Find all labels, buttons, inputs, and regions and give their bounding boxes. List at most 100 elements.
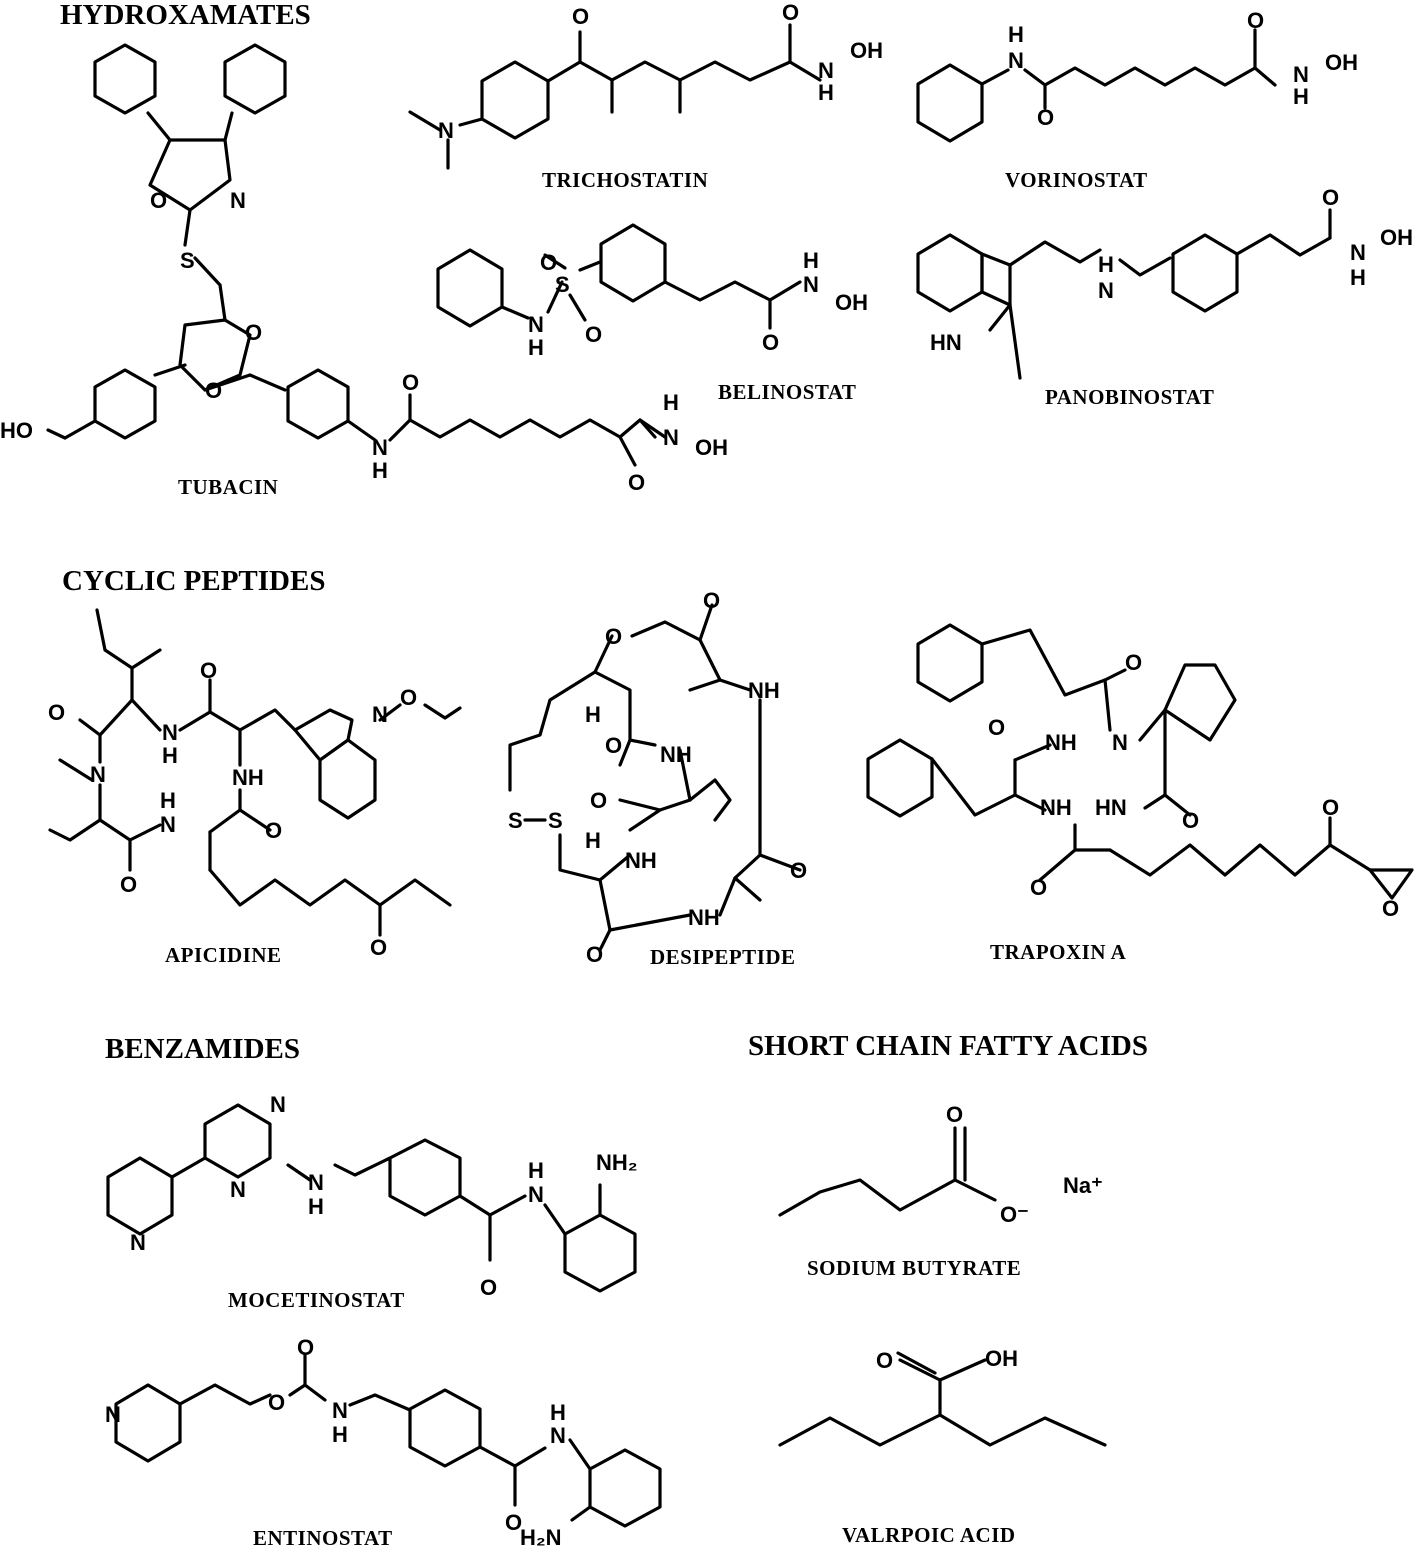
panobinostat-structure xyxy=(916,208,1332,380)
belinostat-acid-o: O xyxy=(762,330,779,355)
desipeptide-o1: O xyxy=(703,588,720,613)
desipeptide-h2: H xyxy=(585,828,601,853)
apicidine-nh2: NH xyxy=(232,765,264,790)
entinostat-amide-o: O xyxy=(505,1510,522,1535)
apicidine-indole-n: N xyxy=(372,702,388,727)
trapoxin-ketone-o: O xyxy=(1322,795,1339,820)
valproic-acid-structure xyxy=(778,1351,1107,1447)
tubacin-dioxane-o2: O xyxy=(205,378,222,403)
label-mocetinostat: MOCETINOSTAT xyxy=(228,1288,405,1312)
belinostat-s: S xyxy=(555,272,570,297)
sodium-butyrate-na-plus: Na⁺ xyxy=(1063,1173,1103,1198)
apicidine-o1: O xyxy=(48,700,65,725)
mocetinostat-pyrimidine-n2: N xyxy=(230,1177,246,1202)
apicidine-n-methyl: N xyxy=(90,762,106,787)
trapoxin-hn: HN xyxy=(1095,795,1127,820)
label-sodium-butyrate: SODIUM BUTYRATE xyxy=(807,1256,1021,1280)
tubacin-oh: OH xyxy=(695,435,728,460)
tubacin-nh-h: H xyxy=(663,390,679,415)
desipeptide-o4: O xyxy=(790,858,807,883)
desipeptide-nh2: NH xyxy=(660,742,692,767)
trapoxin-o1: O xyxy=(1125,650,1142,675)
tubacin-amide-o: O xyxy=(402,370,419,395)
label-trapoxin-a: TRAPOXIN A xyxy=(990,940,1127,964)
desipeptide-h1: H xyxy=(585,702,601,727)
trapoxin-o4: O xyxy=(1030,875,1047,900)
vorinostat-n2: N xyxy=(1293,62,1309,87)
desipeptide-ester-o: O xyxy=(605,624,622,649)
desipeptide-structure xyxy=(508,603,802,952)
apicidine-nh3-h: H xyxy=(160,788,176,813)
sodium-butyrate-carbonyl-o: O xyxy=(946,1102,963,1127)
apicidine-methoxy-o: O xyxy=(400,685,417,710)
belinostat-structure xyxy=(436,223,802,330)
entinostat-ester-o: O xyxy=(268,1390,285,1415)
label-vorinostat: VORINOSTAT xyxy=(1005,168,1148,192)
belinostat-n: N xyxy=(528,312,544,337)
label-entinostat: ENTINOSTAT xyxy=(253,1526,393,1550)
mocetinostat-pyrimidine-n1: N xyxy=(270,1092,286,1117)
label-apicidine: APICIDINE xyxy=(165,943,282,967)
mocetinostat-nh-n: N xyxy=(308,1170,324,1195)
belinostat-so-o1: O xyxy=(540,250,557,275)
tubacin-amide-n: N xyxy=(372,435,388,460)
panobinostat-n2: N xyxy=(1350,240,1366,265)
panobinostat-oh: OH xyxy=(1380,225,1413,250)
apicidine-ketone-o: O xyxy=(370,935,387,960)
sodium-butyrate-o-minus: O⁻ xyxy=(1000,1202,1029,1227)
label-belinostat: BELINOSTAT xyxy=(718,380,856,404)
trichostatin-ketone-o: O xyxy=(572,4,589,29)
vorinostat-nh-h: H xyxy=(1008,22,1024,47)
tubacin-n: N xyxy=(663,425,679,450)
valproic-acid-carbonyl-o: O xyxy=(876,1348,893,1373)
belinostat-nh-h: H xyxy=(528,335,544,360)
desipeptide-o5: O xyxy=(586,942,603,967)
desipeptide-o3: O xyxy=(590,788,607,813)
tubacin-ho: HO xyxy=(0,418,33,443)
apicidine-o2: O xyxy=(200,658,217,683)
tubacin-structure xyxy=(46,43,667,467)
entinostat-structure xyxy=(114,1353,662,1528)
trichostatin-n: N xyxy=(438,118,454,143)
mocetinostat-structure xyxy=(106,1103,637,1293)
tubacin-acid-o: O xyxy=(628,470,645,495)
trichostatin-acid-o: O xyxy=(782,0,799,25)
apicidine-n3: N xyxy=(160,812,176,837)
label-valproic-acid: VALRPOIC ACID xyxy=(842,1523,1016,1547)
desipeptide-nh4: NH xyxy=(688,905,720,930)
header-benzamides: BENZAMIDES xyxy=(105,1033,300,1065)
mocetinostat-amide-o: O xyxy=(480,1275,497,1300)
vorinostat-nh2-h: H xyxy=(1293,84,1309,109)
trichostatin-nh-h: H xyxy=(818,80,834,105)
vorinostat-structure xyxy=(916,28,1277,143)
mocetinostat-nh-h: H xyxy=(308,1194,324,1219)
trapoxin-nh2: NH xyxy=(1040,795,1072,820)
label-panobinostat: PANOBINOSTAT xyxy=(1045,385,1214,409)
tubacin-oxazole-n: N xyxy=(230,188,246,213)
panobinostat-acid-o: O xyxy=(1322,185,1339,210)
trichostatin-oh: OH xyxy=(850,38,883,63)
entinostat-amide-h: H xyxy=(550,1400,566,1425)
belinostat-n2: N xyxy=(803,272,819,297)
trapoxin-a-structure xyxy=(866,623,1414,900)
sodium-butyrate-structure xyxy=(778,1126,997,1217)
header-cyclic-peptides: CYCLIC PEPTIDES xyxy=(62,565,325,597)
tubacin-oxazole-o: O xyxy=(150,188,167,213)
tubacin-amide-h: H xyxy=(372,458,388,483)
apicidine-o3: O xyxy=(120,872,137,897)
trichostatin-structure xyxy=(408,23,822,170)
entinostat-carbonyl-o: O xyxy=(297,1335,314,1360)
panobinostat-n: N xyxy=(1098,278,1114,303)
mocetinostat-amide-h: H xyxy=(528,1158,544,1183)
entinostat-nh-n: N xyxy=(332,1398,348,1423)
trichostatin-nh-n: N xyxy=(818,58,834,83)
entinostat-amide-n: N xyxy=(550,1423,566,1448)
entinostat-pyridine-n: N xyxy=(105,1402,121,1427)
mocetinostat-nh2: NH₂ xyxy=(596,1150,638,1175)
entinostat-nh-h: H xyxy=(332,1422,348,1447)
trapoxin-nh1: NH xyxy=(1045,730,1077,755)
entinostat-h2n: H₂N xyxy=(520,1525,562,1550)
trapoxin-o3: O xyxy=(1182,808,1199,833)
desipeptide-o2: O xyxy=(605,733,622,758)
